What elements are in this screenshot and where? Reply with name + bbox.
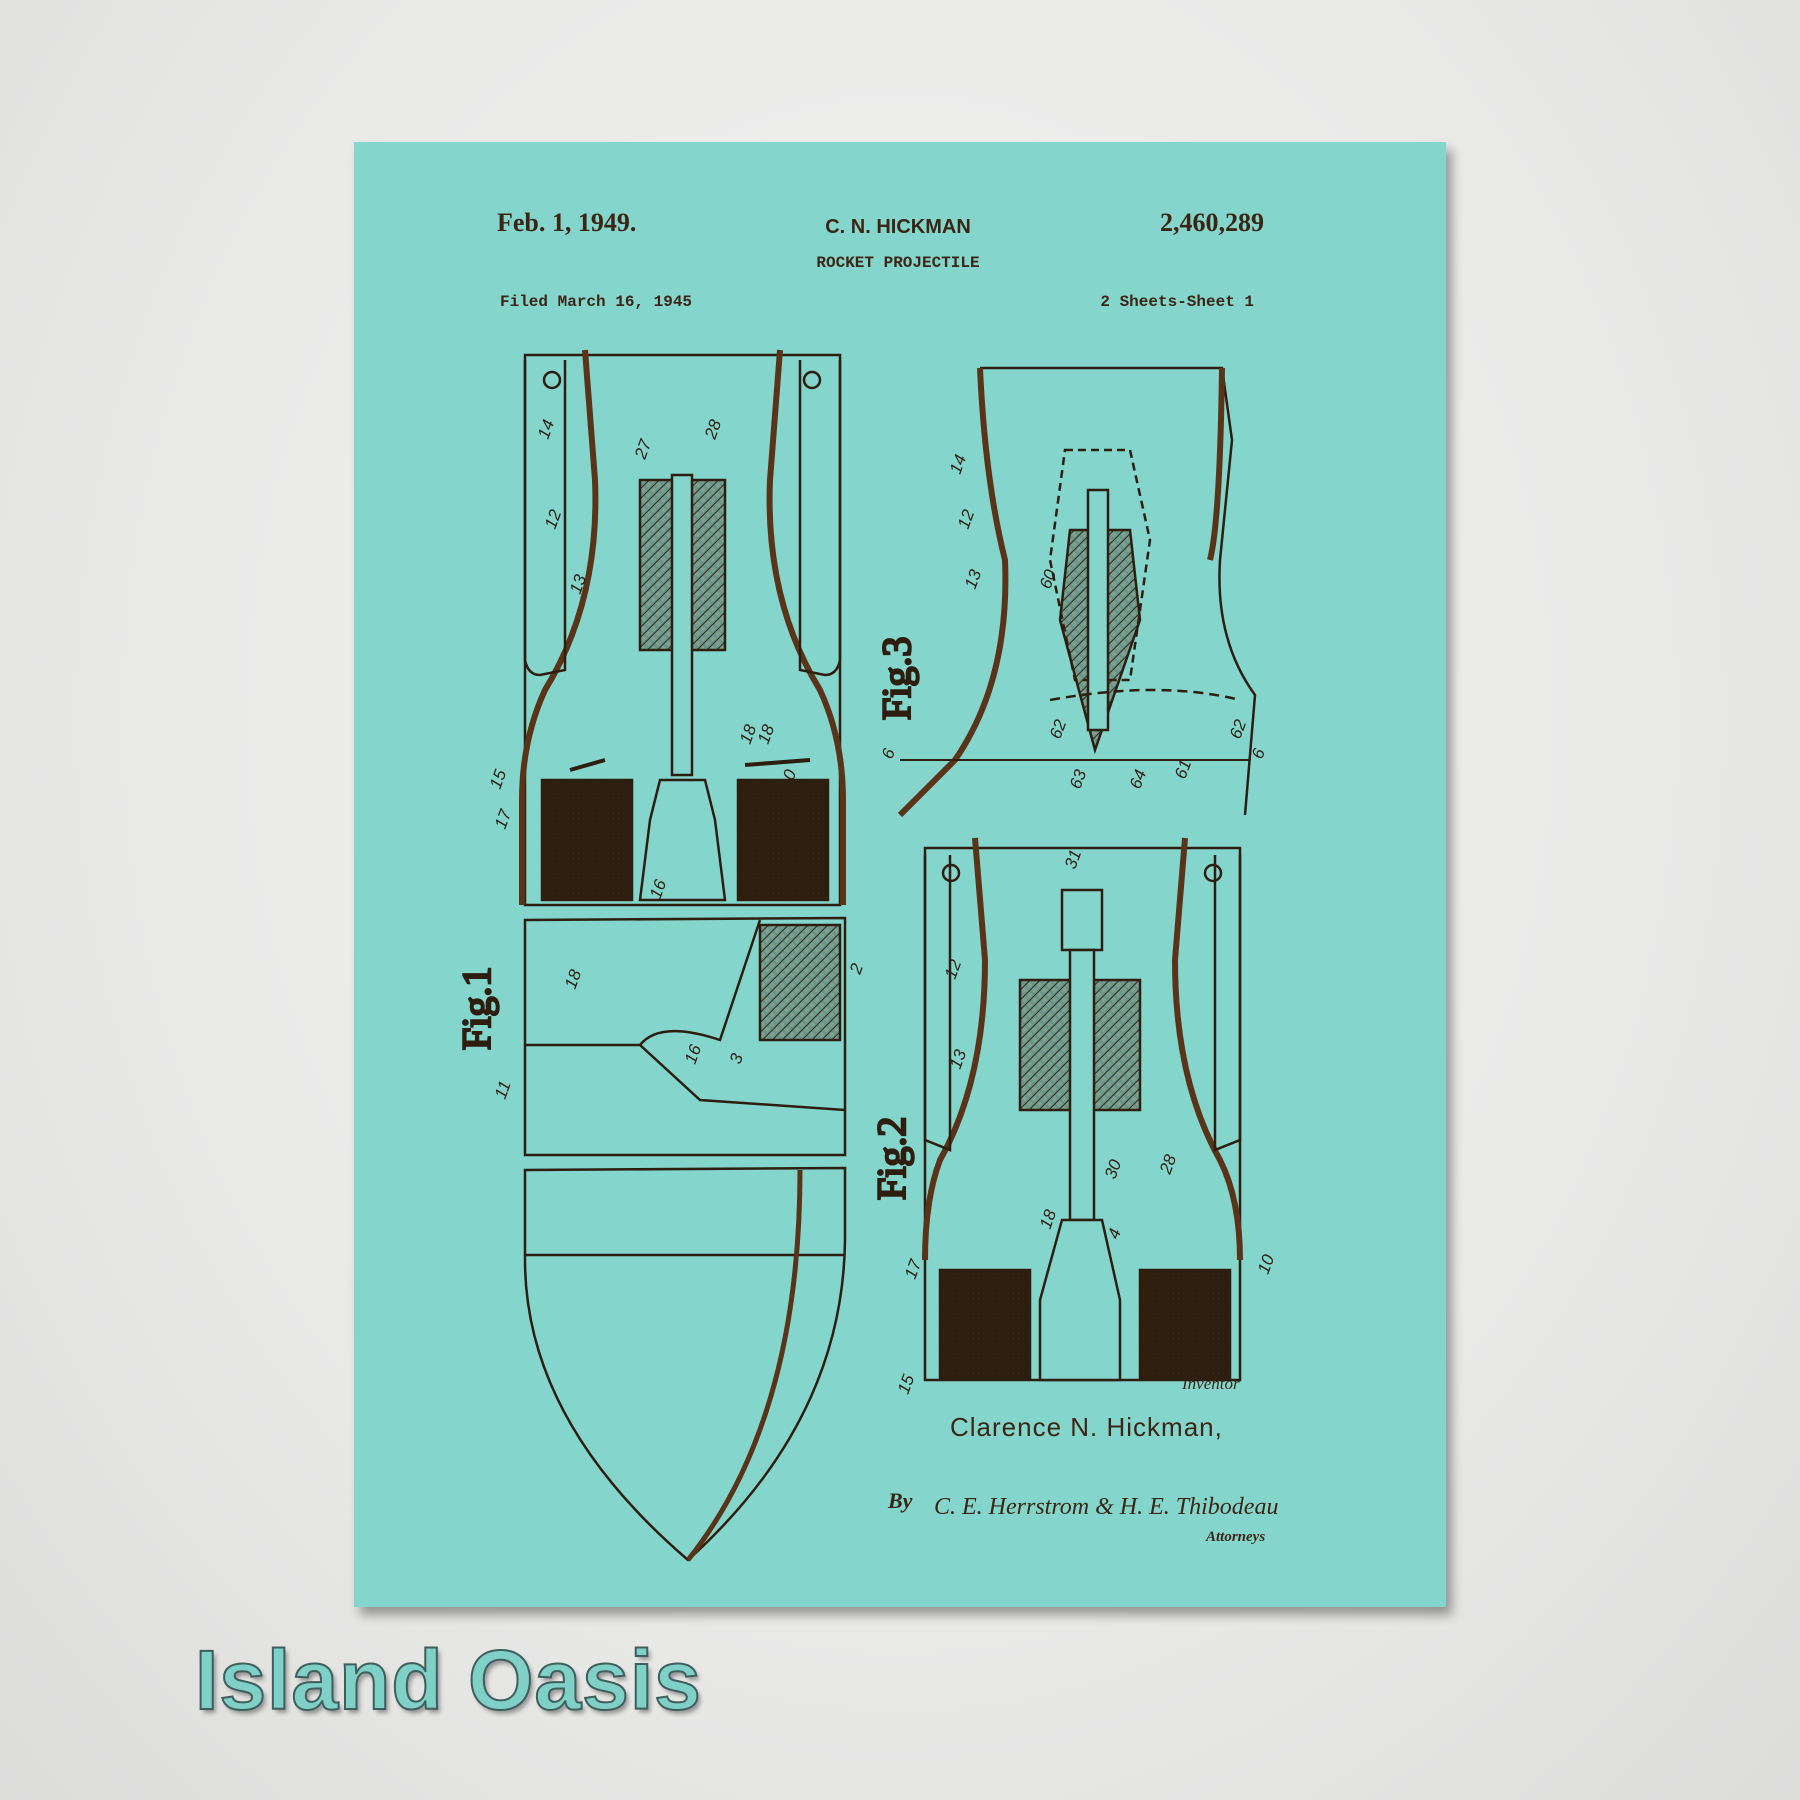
brand-title: Island Oasis [194, 1632, 702, 1728]
part-label: 31 [1061, 847, 1085, 871]
part-label: 15 [894, 1372, 919, 1397]
part-label: 6 [1248, 745, 1269, 761]
part-label: 62 [1046, 717, 1071, 742]
figure-1-label: Fig.1 [454, 967, 499, 1050]
patent-title-text: ROCKET PROJECTILE [816, 254, 980, 272]
part-label: 10 [1254, 1252, 1279, 1277]
figure-3-drawing: Fig.3 [873, 366, 1257, 818]
attorneys-label: Attorneys [1206, 1529, 1266, 1545]
figure-1-drawing: Fig.1 [453, 349, 847, 1562]
attorneys-signature: C. E. Herrstrom & H. E. Thibodeau [934, 1494, 1279, 1520]
part-label: 6 [878, 745, 899, 761]
part-label: 14 [946, 452, 970, 476]
part-label: 63 [1066, 767, 1091, 792]
part-label: 2 [846, 960, 868, 977]
part-label: 27 [631, 437, 656, 463]
part-label: 14 [534, 417, 558, 441]
part-label: 16 [681, 1042, 706, 1067]
part-label: 12 [954, 507, 979, 532]
part-label: 28 [701, 417, 726, 443]
part-label: 12 [941, 957, 966, 982]
part-label: 30 [1101, 1157, 1126, 1182]
by-label: By [888, 1488, 913, 1513]
part-label: 18 [561, 967, 586, 992]
part-label: 64 [1126, 767, 1150, 791]
part-label: 17 [901, 1257, 926, 1282]
figure-3-label: Fig.3 [874, 637, 919, 720]
part-label: 18 [1036, 1207, 1061, 1232]
patent-print: Feb. 1, 1949. C. N. HICKMAN 2,460,289 RO… [354, 142, 1446, 1607]
sheet-count: 2 Sheets-Sheet 1 [1100, 293, 1254, 311]
part-label: 17 [491, 807, 516, 832]
inventor-header-text: C. N. HICKMAN [825, 216, 971, 238]
part-label: 3 [726, 1050, 747, 1066]
filed-date: Filed March 16, 1945 [500, 293, 693, 311]
part-label: 13 [961, 567, 986, 592]
figure-2-drawing: Fig.2 [868, 837, 1243, 1382]
part-label: 12 [541, 507, 566, 532]
figure-2-label: Fig.2 [869, 1117, 914, 1200]
part-label: 18 [754, 722, 779, 747]
part-label: 15 [486, 767, 511, 792]
part-label: 11 [491, 1078, 515, 1101]
part-label: 28 [1156, 1152, 1181, 1178]
part-label: 62 [1226, 717, 1251, 742]
patent-date: Feb. 1, 1949. [497, 208, 637, 237]
patent-number: 2,460,289 [1160, 208, 1264, 237]
inventor-name: Clarence N. Hickman, [950, 1412, 1223, 1442]
